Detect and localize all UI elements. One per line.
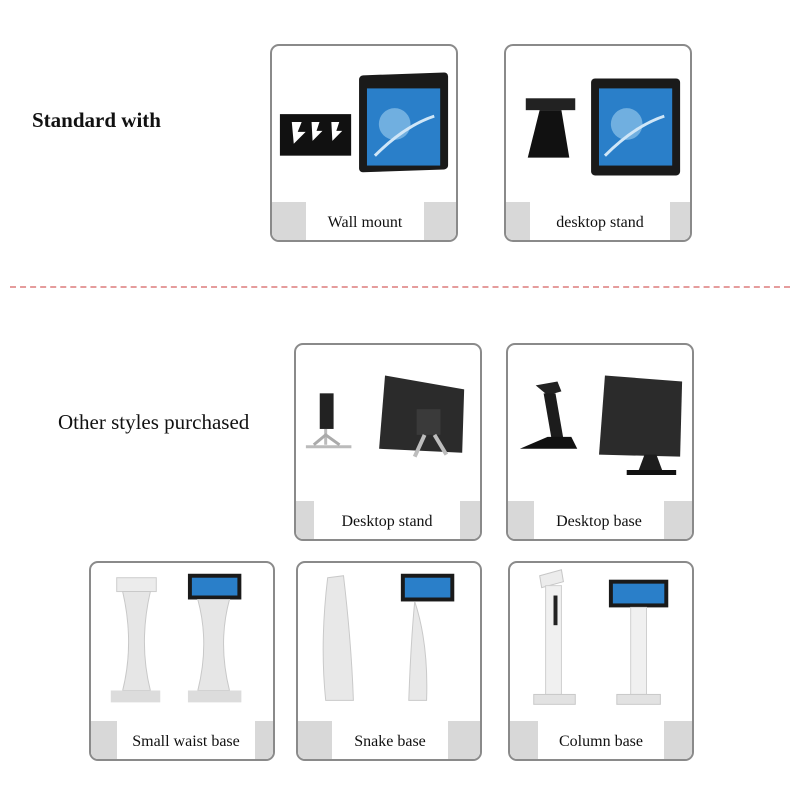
card-small-waist-base: Small waist base [89,561,275,761]
card-wall-mount: Wall mount [270,44,458,242]
card-column-base: Column base [508,561,694,761]
card-label: desktop stand [530,202,670,240]
card-label: Column base [538,721,664,759]
wall-mount-image [279,72,449,173]
card-label: Desktop base [534,501,664,539]
card-desktop-stand: Desktop stand [294,343,482,541]
card-label: Desktop stand [314,501,460,539]
card-snake-base: Snake base [296,561,482,761]
small-waist-base-image [110,573,242,703]
card-desktop-base: Desktop base [506,343,694,541]
column-base-image [533,569,669,705]
desktop-stand-standard-image [525,78,681,176]
card-desktop-stand-standard: desktop stand [504,44,692,242]
desktop-stand-image [305,375,465,458]
section-divider [10,286,790,288]
desktop-base-image [519,375,683,475]
other-styles-section-title: Other styles purchased [58,410,250,434]
snake-base-image [322,573,455,701]
card-label: Wall mount [306,202,424,240]
card-label: Small waist base [117,721,255,759]
card-label: Snake base [332,721,448,759]
standard-section-title: Standard with [32,108,161,132]
